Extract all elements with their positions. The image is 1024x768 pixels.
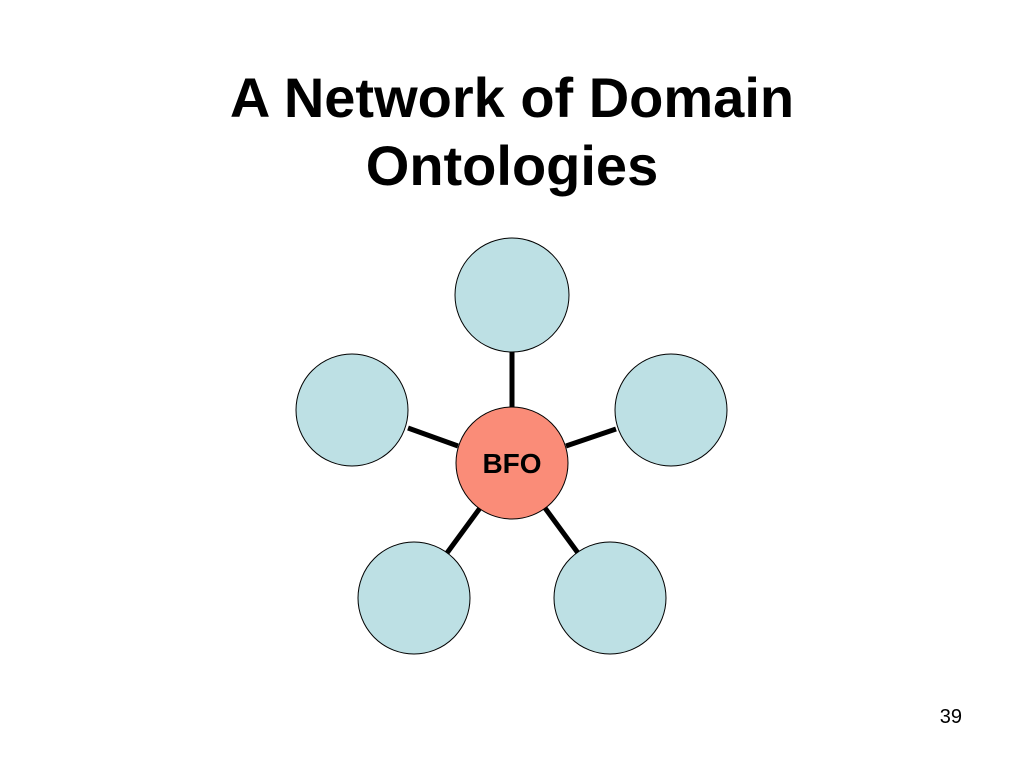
satellite-node-right	[614, 353, 728, 467]
slide-title: A Network of Domain Ontologies	[0, 64, 1024, 200]
connector-bottom-left	[444, 506, 483, 555]
slide-title-line-1: A Network of Domain	[229, 66, 795, 129]
satellite-node-left	[295, 353, 409, 467]
slide-title-line-2: Ontologies	[365, 134, 659, 197]
slide-number: 39	[939, 706, 962, 728]
hub-node-bfo	[455, 406, 569, 520]
connector-right	[565, 426, 617, 449]
satellite-node-bottom-right	[553, 541, 667, 655]
connector-left	[407, 425, 459, 449]
hub-node-label: BFO	[482, 448, 541, 479]
satellite-node-bottom-left	[357, 541, 471, 655]
connector-lines	[407, 352, 617, 555]
satellite-node-top	[454, 237, 570, 353]
connector-bottom-right	[542, 506, 581, 555]
